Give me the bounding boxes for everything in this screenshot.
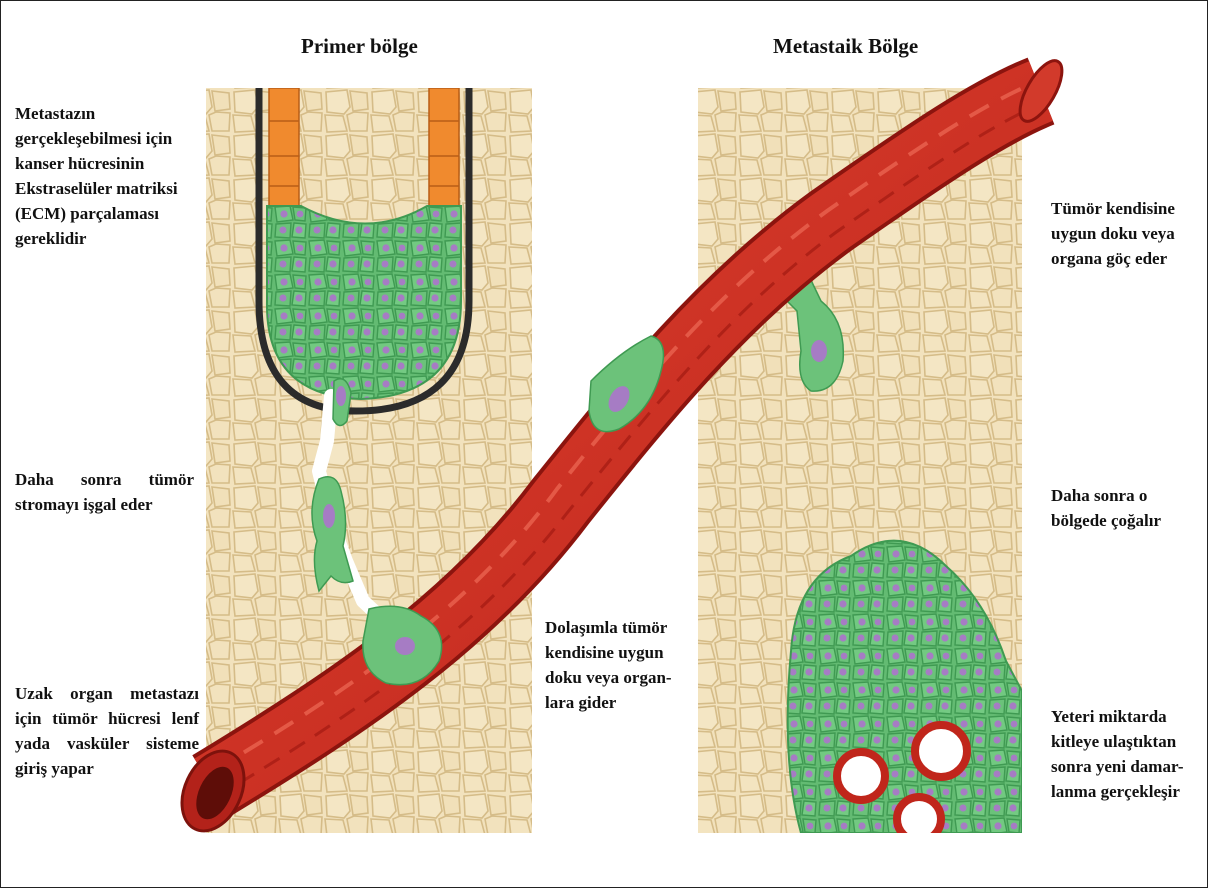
caption-line: lanma gerçekleşir <box>1051 779 1203 804</box>
caption-line: Uzak organ metastazı <box>15 681 199 706</box>
epithelium-left <box>269 88 299 206</box>
caption-line: gerçekleşebilmesi için <box>15 126 200 151</box>
caption-entry: Uzak organ metastazı için tümör hücresi … <box>15 681 199 781</box>
primary-tumor-cells <box>267 206 461 399</box>
caption-proliferate: Daha sonra o bölgede çoğalır <box>1051 483 1201 533</box>
caption-stroma: Daha sonra tümör stromayı işgal eder <box>15 467 194 517</box>
caption-line: yada vasküler sisteme <box>15 731 199 756</box>
caption-line: organa göç eder <box>1051 246 1201 271</box>
caption-line: kendisine uygun <box>545 640 695 665</box>
caption-line: Ekstraselüler matriksi <box>15 176 200 201</box>
primary-site-title: Primer bölge <box>301 34 418 59</box>
caption-line: giriş yapar <box>15 756 199 781</box>
caption-line: stromayı işgal eder <box>15 492 194 517</box>
caption-migrate: Tümör kendisine uygun doku veya organa g… <box>1051 196 1201 271</box>
caption-line: Dolaşımla tümör <box>545 615 695 640</box>
caption-line: lara gider <box>545 690 695 715</box>
caption-line: Tümör kendisine <box>1051 196 1201 221</box>
caption-circulation: Dolaşımla tümör kendisine uygun doku vey… <box>545 615 695 715</box>
caption-angiogenesis: Yeteri miktarda kitleye ulaştıktan sonra… <box>1051 704 1203 804</box>
caption-line: gereklidir <box>15 226 200 251</box>
caption-line: kitleye ulaştıktan <box>1051 729 1203 754</box>
caption-line: Yeteri miktarda <box>1051 704 1203 729</box>
epithelium-right <box>429 88 459 206</box>
caption-line: (ECM) parçalaması <box>15 201 200 226</box>
caption-line: sonra yeni damar- <box>1051 754 1203 779</box>
caption-line: Metastazın <box>15 101 200 126</box>
caption-ecm: Metastazın gerçekleşebilmesi için kanser… <box>15 101 200 251</box>
metastatic-site-title: Metastaik Bölge <box>773 34 918 59</box>
caption-line: bölgede çoğalır <box>1051 508 1201 533</box>
caption-line: kanser hücresinin <box>15 151 200 176</box>
caption-line: uygun doku veya <box>1051 221 1201 246</box>
caption-line: Daha sonra tümör <box>15 467 194 492</box>
caption-line: için tümör hücresi lenf <box>15 706 199 731</box>
caption-line: Daha sonra o <box>1051 483 1201 508</box>
caption-line: doku veya organ- <box>545 665 695 690</box>
